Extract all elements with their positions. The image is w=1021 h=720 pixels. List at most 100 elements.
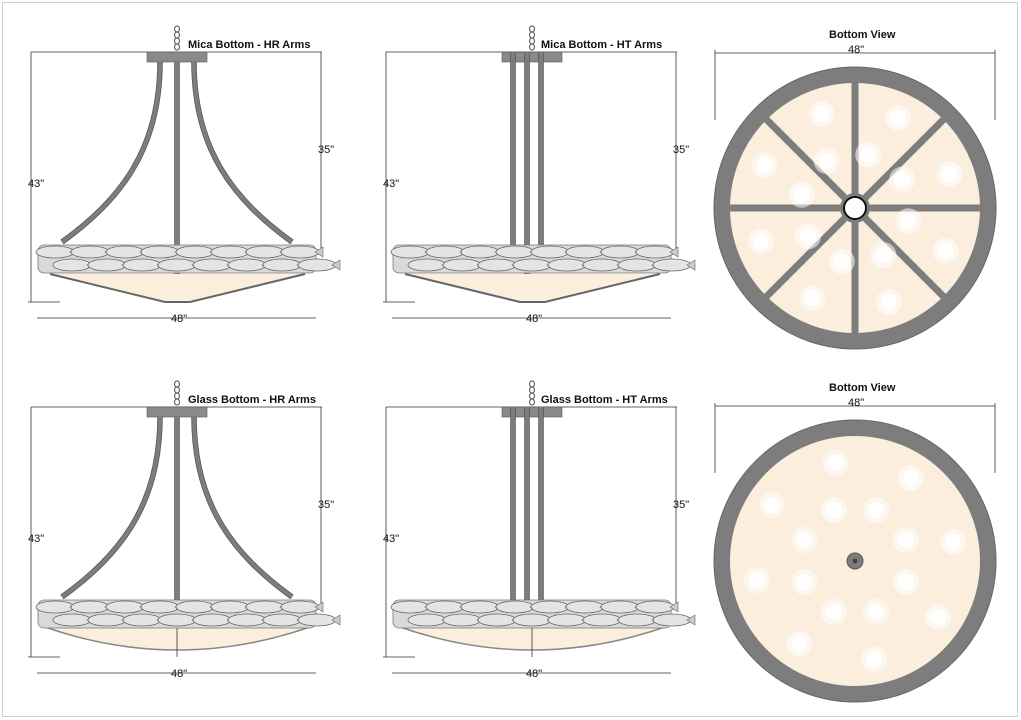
fish-figure xyxy=(35,600,75,614)
fish-figure xyxy=(547,258,587,272)
bulb-icon xyxy=(796,574,813,591)
width-label: 48" xyxy=(848,397,864,409)
fish-tail xyxy=(331,259,341,271)
chain-link-icon xyxy=(173,37,181,45)
outer-ring-edge xyxy=(713,419,997,703)
fish-figure xyxy=(547,613,587,627)
fish-figure xyxy=(600,245,640,259)
chain-link-icon xyxy=(528,398,536,406)
fish-tail xyxy=(669,246,679,258)
fish-figure xyxy=(157,613,197,627)
width-label: 48" xyxy=(526,313,542,325)
bulb-icon xyxy=(825,502,842,519)
fish-figure xyxy=(140,600,180,614)
bulb-icon xyxy=(889,109,906,126)
canopy xyxy=(146,51,208,63)
bulb-icon xyxy=(791,635,808,652)
fish-figure xyxy=(105,600,145,614)
body-height-label: 35" xyxy=(318,499,334,511)
total-height-label: 43" xyxy=(383,178,399,190)
bulb-icon xyxy=(868,603,885,620)
fish-figure xyxy=(390,600,430,614)
fish-figure xyxy=(390,245,430,259)
bulb-icon xyxy=(748,572,765,589)
mica-bottom-shade xyxy=(404,273,661,303)
bulb-icon xyxy=(880,294,897,311)
bulb-icon xyxy=(796,531,813,548)
mica-bottom-shade xyxy=(49,273,306,303)
bottom-view-title: Bottom View xyxy=(829,382,896,394)
fish-figure xyxy=(600,600,640,614)
fish-figure xyxy=(227,258,267,272)
chain-link-icon xyxy=(528,31,536,39)
fish-figure xyxy=(565,245,605,259)
right-arm xyxy=(191,61,294,245)
glass-bottom-bowl xyxy=(399,626,666,651)
bulb-icon xyxy=(860,146,877,163)
bulb-icon xyxy=(793,186,810,203)
spoke xyxy=(852,205,948,301)
total-height-label: 43" xyxy=(383,533,399,545)
right-arm xyxy=(191,416,294,600)
chain-link-icon xyxy=(528,25,536,33)
fish-figure xyxy=(280,245,320,259)
fish-figure xyxy=(122,613,162,627)
fish-band xyxy=(390,599,696,629)
total-height-label: 43" xyxy=(28,533,44,545)
left-arm xyxy=(60,416,163,600)
width-label: 48" xyxy=(171,313,187,325)
chain-link-icon xyxy=(528,386,536,394)
fish-figure xyxy=(425,600,465,614)
bulb-icon xyxy=(818,152,835,169)
width-label: 48" xyxy=(171,668,187,680)
glass-bottom-bowl xyxy=(44,626,311,651)
fish-figure xyxy=(635,245,675,259)
left-arm xyxy=(60,61,162,244)
bottom-view-2: Bottom View 48" xyxy=(713,382,997,703)
fish-figure xyxy=(407,613,447,627)
fish-figure xyxy=(477,258,517,272)
spoke xyxy=(762,205,858,301)
bulb-icon xyxy=(825,603,842,620)
chain-link-icon xyxy=(173,386,181,394)
fish-tail xyxy=(331,614,341,626)
chain-link-icon xyxy=(173,398,181,406)
fish-figure xyxy=(140,245,180,259)
fish-figure xyxy=(210,600,250,614)
fish-figure xyxy=(105,245,145,259)
bulb-icon xyxy=(900,213,917,230)
bulb-icon xyxy=(897,531,914,548)
fish-figure xyxy=(407,258,447,272)
fish-figure xyxy=(652,258,692,272)
fish-figure xyxy=(262,613,302,627)
fish-tail xyxy=(686,614,696,626)
width-label: 48" xyxy=(848,44,864,56)
canopy xyxy=(146,406,208,418)
bulb-icon xyxy=(941,166,958,183)
bulb-icon xyxy=(929,608,946,625)
bulb-icon xyxy=(813,105,830,122)
fish-figure xyxy=(280,600,320,614)
fish-figure xyxy=(52,258,92,272)
bottom-view-title: Bottom View xyxy=(829,29,896,41)
fish-figure xyxy=(245,245,285,259)
fish-figure xyxy=(425,245,465,259)
spoke xyxy=(852,115,948,211)
fish-figure xyxy=(175,600,215,614)
fish-figure xyxy=(210,245,250,259)
body-height-label: 35" xyxy=(318,144,334,156)
fish-figure xyxy=(35,245,75,259)
width-label: 48" xyxy=(526,668,542,680)
bulb-icon xyxy=(827,454,844,471)
fish-figure xyxy=(652,613,692,627)
fish-figure xyxy=(512,613,552,627)
left-arm xyxy=(60,61,163,245)
fish-figure xyxy=(530,245,570,259)
fish-band xyxy=(35,599,341,629)
fish-figure xyxy=(245,600,285,614)
fish-figure xyxy=(87,258,127,272)
